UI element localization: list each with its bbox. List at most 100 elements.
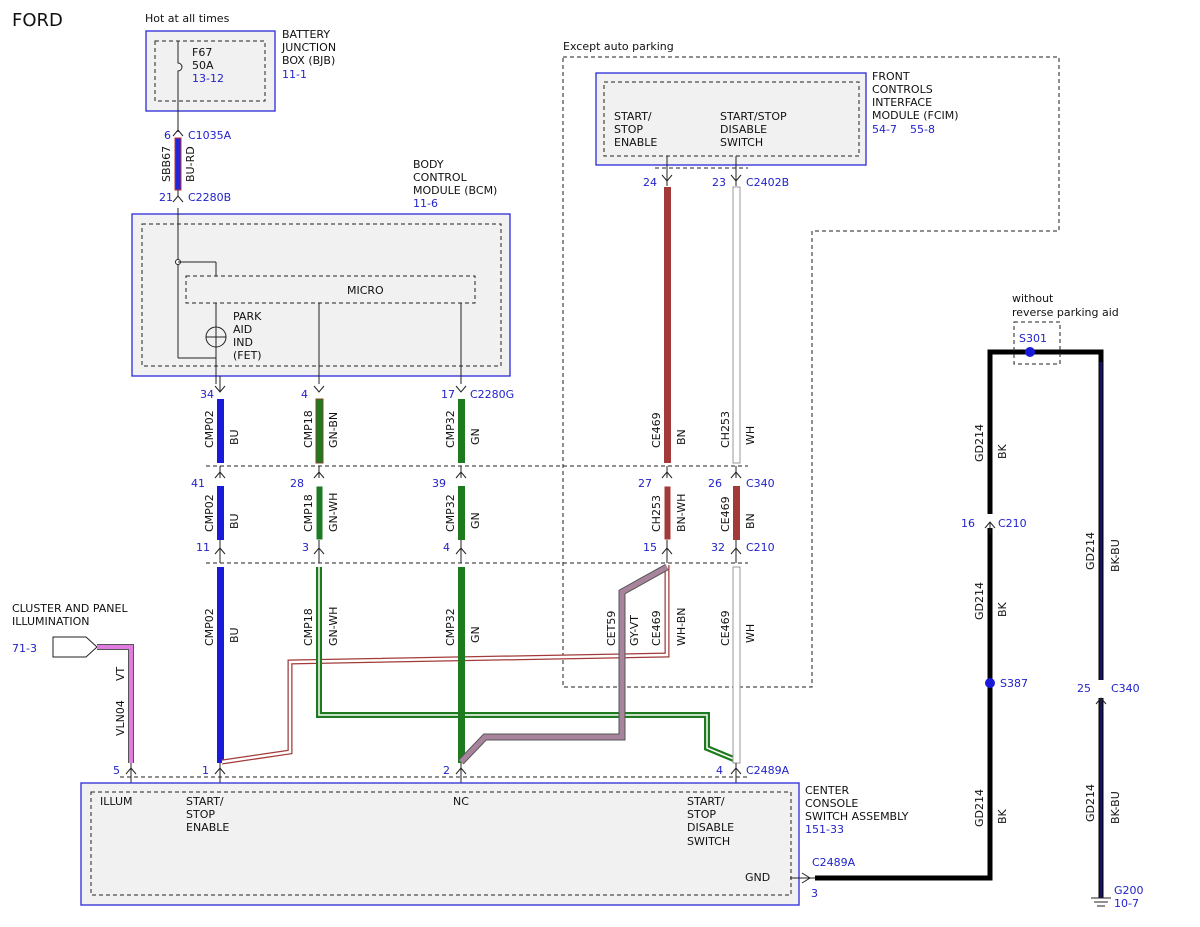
lbl-ce469-d: CE469: [719, 610, 732, 646]
c340-arrows: [214, 466, 742, 479]
cluster-2: ILLUMINATION: [12, 615, 90, 628]
pin-3-gnd: 3: [811, 887, 818, 900]
console-name-3: SWITCH ASSEMBLY: [805, 810, 909, 823]
lbl-vt: VT: [114, 666, 127, 681]
park-4: (FET): [233, 349, 262, 362]
lbl-bu-a: BU: [228, 429, 241, 445]
console-nc: NC: [453, 795, 469, 808]
console-box: [80, 782, 800, 906]
bjb-ref: 11-1: [282, 68, 307, 81]
lbl-cmp02-b: CMP02: [203, 494, 216, 532]
console-disable-4: SWITCH: [687, 835, 730, 848]
pin-25: 25: [1077, 682, 1091, 695]
lbl-gd214-1: GD214: [973, 424, 986, 462]
fcim-start-1: START/: [614, 110, 652, 123]
lbl-gn-c: GN: [469, 626, 482, 643]
c210-arrows: [214, 540, 742, 563]
wire-cmp02-b: [217, 486, 224, 540]
lbl-wh-bn: WH-BN: [675, 608, 688, 647]
pin-5: 5: [113, 764, 120, 777]
connector-c210-b: C210: [998, 517, 1027, 530]
fcim-disable-1: START/STOP: [720, 110, 787, 123]
bjb-name-1: BATTERY: [282, 28, 330, 41]
s301-box: [1013, 321, 1061, 365]
bjb-inner: [154, 40, 266, 102]
connector-c2402b: C2402B: [746, 176, 789, 189]
pin-32: 32: [711, 541, 725, 554]
console-disable-2: STOP: [687, 808, 716, 821]
lbl-ce469-b: CE469: [719, 496, 732, 532]
pin-15: 15: [643, 541, 657, 554]
micro-box: [185, 275, 476, 304]
lbl-cmp02-a: CMP02: [203, 410, 216, 448]
bcm-name-3: MODULE (BCM): [413, 184, 497, 197]
park-2: AID: [233, 323, 252, 336]
lbl-bn-a: BN: [675, 429, 688, 445]
bcm-inner: [141, 223, 502, 367]
pin-17: 17: [441, 388, 455, 401]
fcim-ref1: 54-7: [872, 123, 897, 136]
fcim-name-3: INTERFACE: [872, 96, 932, 109]
lbl-bk-bu-2: BK-BU: [1109, 791, 1122, 824]
fuse-id: F67: [192, 46, 212, 59]
fcim-name-2: CONTROLS: [872, 83, 933, 96]
connector-c340-a: C340: [746, 477, 775, 490]
connector-c210-a: C210: [746, 541, 775, 554]
wire-cmp32-b: [458, 486, 465, 540]
lbl-ce469-a: CE469: [650, 412, 663, 448]
connector-c1035a: C1035A: [188, 129, 232, 142]
connector-c340-b: C340: [1111, 682, 1140, 695]
pin-41: 41: [191, 477, 205, 490]
wire-cmp02-a: [217, 399, 224, 463]
console-disable-3: DISABLE: [687, 821, 734, 834]
wire-sbb67-label: SBB67: [160, 146, 173, 182]
pin-23: 23: [712, 176, 726, 189]
s301-note-1: without: [1012, 292, 1054, 305]
lbl-ch253-b: CH253: [650, 495, 663, 532]
lbl-cmp18-a: CMP18: [302, 410, 315, 448]
connector-g200: G200: [1114, 884, 1144, 897]
pin-21: 21: [159, 191, 173, 204]
console-inner: [90, 791, 792, 896]
fcim-inner: [603, 81, 860, 157]
bjb-box: [145, 30, 276, 112]
console-illum: ILLUM: [100, 795, 133, 808]
lbl-bk-3: BK: [996, 808, 1009, 824]
hot-note: Hot at all times: [145, 12, 230, 25]
ground-icon: [1091, 897, 1111, 907]
lbl-gn-a: GN: [469, 428, 482, 445]
lbl-bu-c: BU: [228, 627, 241, 643]
bcm-output-arrows: [214, 385, 467, 393]
pin-4c: 4: [716, 764, 723, 777]
pin-24: 24: [643, 176, 657, 189]
pin-34: 34: [200, 388, 214, 401]
fcim-arrow-23: [730, 174, 742, 182]
s301-note-2: reverse parking aid: [1012, 306, 1119, 319]
wire-ce469-a: [664, 187, 671, 463]
c2489a-arrows: [125, 763, 742, 783]
console-start-1: START/: [186, 795, 224, 808]
bcm-box: [131, 213, 511, 377]
bcm-name-2: CONTROL: [413, 171, 468, 184]
lbl-cmp32-b: CMP32: [444, 494, 457, 532]
splice-s387-icon: [985, 678, 995, 688]
lbl-bk-bu-1: BK-BU: [1109, 539, 1122, 572]
cluster-1: CLUSTER AND PANEL: [12, 602, 128, 615]
wire-ce469-b: [733, 486, 740, 540]
wire-cmp32-a: [458, 399, 465, 463]
console-start-2: STOP: [186, 808, 215, 821]
fcim-box: [595, 72, 867, 166]
wire-ch253-b: [663, 485, 672, 541]
fcim-note: Except auto parking: [563, 40, 674, 53]
pin-6: 6: [164, 129, 171, 142]
except-auto-parking-region: [562, 56, 1060, 688]
wire-ce469-c: [732, 566, 741, 764]
pin-2: 2: [443, 764, 450, 777]
fcim-disable-3: SWITCH: [720, 136, 763, 149]
g200-ref: 10-7: [1114, 897, 1139, 910]
wire-cmp02-c: [217, 567, 224, 763]
lbl-vln04: VLN04: [114, 700, 127, 736]
lbl-gn-b: GN: [469, 512, 482, 529]
lbl-bk-2: BK: [996, 601, 1009, 617]
